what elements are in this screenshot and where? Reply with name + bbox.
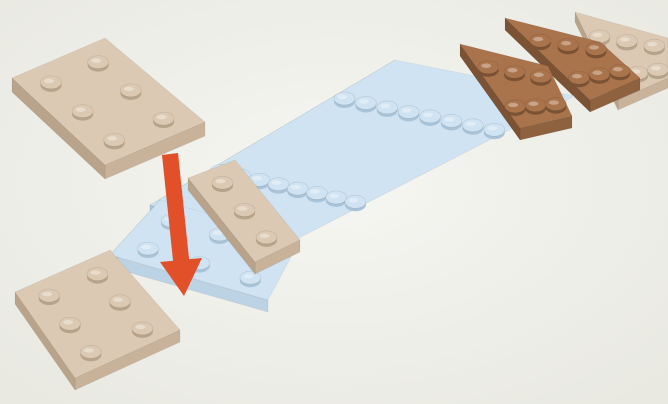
stud-highlight xyxy=(423,113,433,117)
stud-highlight xyxy=(260,234,270,238)
stud xyxy=(504,65,525,81)
stud-highlight xyxy=(620,37,630,41)
stud xyxy=(88,56,109,72)
stud-highlight xyxy=(549,100,559,104)
stud-highlight xyxy=(84,348,94,352)
stud xyxy=(462,119,483,135)
stud xyxy=(72,105,93,121)
stud xyxy=(87,268,108,284)
stud-highlight xyxy=(561,41,571,45)
stud-highlight xyxy=(572,74,582,78)
stud xyxy=(484,123,505,139)
stud-highlight xyxy=(76,107,86,111)
stud xyxy=(256,231,277,247)
stud xyxy=(586,42,607,58)
stud xyxy=(110,295,131,311)
stud xyxy=(132,322,153,338)
stud-highlight xyxy=(380,104,390,108)
stud-highlight xyxy=(613,67,623,71)
stud xyxy=(153,112,174,128)
stud-highlight xyxy=(243,274,253,278)
stud xyxy=(334,92,355,108)
stud-highlight xyxy=(359,99,369,103)
stud-highlight xyxy=(310,189,320,193)
stud-highlight xyxy=(348,198,358,202)
stud-highlight xyxy=(91,270,101,274)
stud-highlight xyxy=(529,102,539,106)
stud-highlight xyxy=(647,42,657,46)
stud-highlight xyxy=(91,58,101,62)
stud-highlight xyxy=(272,180,282,184)
stud xyxy=(589,68,610,84)
stud xyxy=(138,242,159,258)
stud xyxy=(558,38,579,54)
stud-highlight xyxy=(141,245,151,249)
stud xyxy=(306,186,327,202)
stud xyxy=(377,101,398,117)
stud-highlight xyxy=(651,66,661,70)
stud-highlight xyxy=(238,206,248,210)
stud xyxy=(505,100,526,116)
stud xyxy=(398,105,419,121)
stud xyxy=(234,204,255,220)
stud xyxy=(268,178,289,194)
stud xyxy=(345,195,366,211)
stud-highlight xyxy=(337,95,347,99)
stud-highlight xyxy=(216,179,226,183)
stud xyxy=(212,176,233,192)
stud xyxy=(240,271,261,287)
stud xyxy=(545,98,566,114)
stud-highlight xyxy=(113,298,123,302)
stud-highlight xyxy=(466,122,476,126)
stud xyxy=(568,71,589,87)
stud-highlight xyxy=(508,68,518,72)
stud-highlight xyxy=(481,64,491,68)
stud xyxy=(530,70,551,86)
stud xyxy=(441,114,462,130)
stud-highlight xyxy=(136,325,146,329)
stud-highlight xyxy=(44,79,54,83)
stud-highlight xyxy=(329,194,339,198)
stud xyxy=(60,317,81,333)
stud-highlight xyxy=(592,33,602,37)
stud xyxy=(616,35,637,51)
stud xyxy=(80,345,101,361)
stud xyxy=(39,289,60,305)
stud-highlight xyxy=(124,87,134,91)
stud-highlight xyxy=(533,37,543,41)
stud-highlight xyxy=(107,136,117,140)
stud xyxy=(609,64,630,80)
stud xyxy=(525,99,546,115)
stud-highlight xyxy=(402,108,412,112)
stud xyxy=(41,76,62,92)
stud-highlight xyxy=(589,45,599,49)
stud xyxy=(287,182,308,198)
stud-highlight xyxy=(252,176,262,180)
stud-highlight xyxy=(444,117,454,121)
stud xyxy=(530,34,551,50)
stud xyxy=(104,133,125,149)
stud-highlight xyxy=(42,292,52,296)
stud-highlight xyxy=(291,185,301,189)
stud xyxy=(420,110,441,126)
stud-highlight xyxy=(534,73,544,77)
stud xyxy=(647,63,668,79)
stud-highlight xyxy=(63,320,73,324)
stud xyxy=(478,61,499,77)
stud xyxy=(644,39,665,55)
stud xyxy=(326,191,347,207)
stud-highlight xyxy=(157,115,167,119)
stud xyxy=(355,96,376,112)
stud xyxy=(120,84,141,100)
stud-highlight xyxy=(508,103,518,107)
stud-highlight xyxy=(592,71,602,75)
stud-highlight xyxy=(487,126,497,130)
